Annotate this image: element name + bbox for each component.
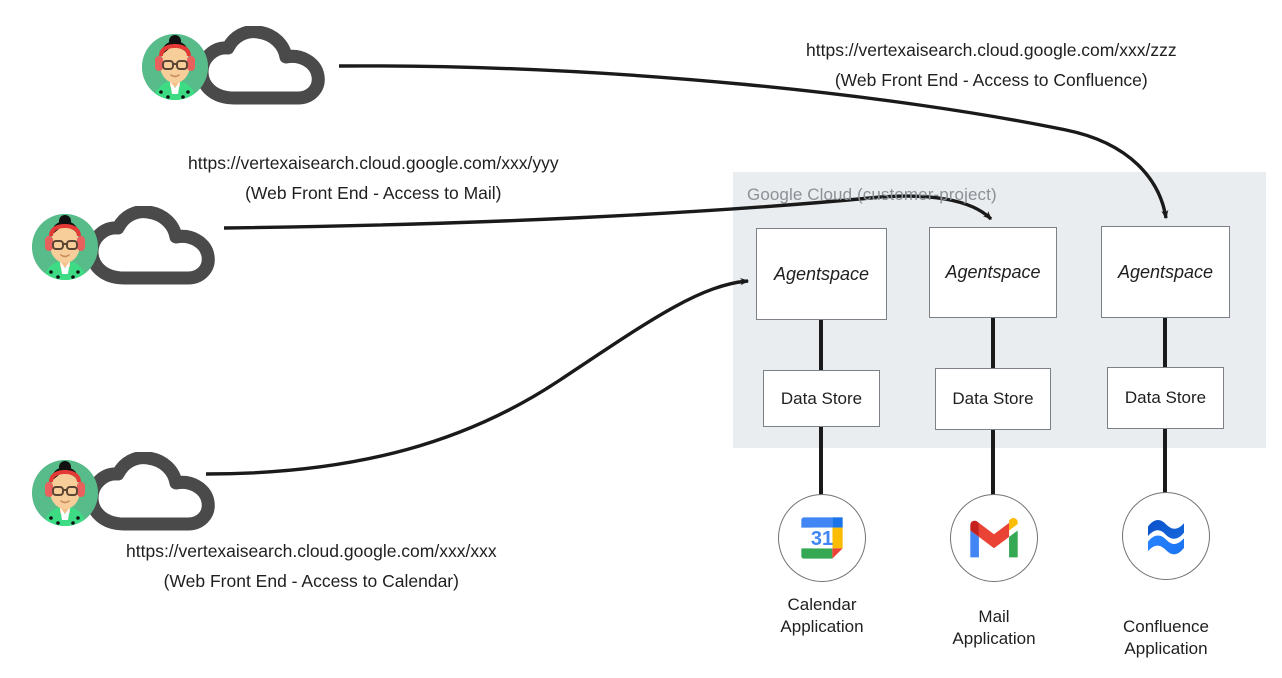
caption-mail-desc: (Web Front End - Access to Mail)	[245, 183, 502, 203]
agentspace-box-1[interactable]: Agentspace	[756, 228, 887, 320]
confluence-app-label-line2: Application	[1124, 639, 1208, 658]
data-store-box-1[interactable]: Data Store	[763, 370, 880, 427]
data-store-box-3[interactable]: Data Store	[1107, 367, 1224, 429]
confluence-app-label: Confluence Application	[1123, 616, 1209, 660]
data-store-box-2[interactable]: Data Store	[935, 368, 1051, 430]
calendar-app-label-line2: Application	[780, 617, 864, 636]
user-node-calendar[interactable]	[32, 448, 222, 538]
agentspace-box-2[interactable]: Agentspace	[929, 227, 1057, 318]
google-cloud-container-label: Google Cloud (customer-project)	[747, 185, 997, 204]
confluence-icon	[1148, 520, 1184, 555]
cloud-icon	[85, 206, 215, 285]
mail-app-label-line2: Application	[952, 629, 1036, 648]
edge-user-calendar-to-agentspace-1	[205, 278, 750, 476]
calendar-app-circle: 31	[778, 494, 866, 582]
caption-calendar-desc: (Web Front End - Access to Calendar)	[163, 571, 459, 591]
confluence-app-circle	[1122, 492, 1210, 580]
calendar-app-label: Calendar Application	[780, 594, 863, 638]
user-node-mail[interactable]	[32, 202, 222, 292]
confluence-application-node[interactable]: Confluence Application	[1122, 492, 1210, 658]
svg-text:31: 31	[811, 528, 833, 550]
avatar-icon	[32, 460, 98, 526]
user-avatar	[142, 34, 208, 100]
mail-app-label: Mail Application	[952, 606, 1035, 650]
user-avatar	[32, 460, 98, 526]
caption-confluence-url: https://vertexaisearch.cloud.google.com/…	[806, 40, 1177, 60]
mail-application-node[interactable]: Mail Application	[950, 494, 1038, 648]
cloud-icon	[195, 26, 325, 105]
google-calendar-icon: 31	[801, 517, 843, 559]
user-node-confluence[interactable]	[142, 22, 332, 112]
user-avatar	[32, 214, 98, 280]
avatar-icon	[142, 34, 208, 100]
agentspace-box-3[interactable]: Agentspace	[1101, 226, 1230, 318]
confluence-app-label-line1: Confluence	[1122, 617, 1210, 636]
caption-confluence-desc: (Web Front End - Access to Confluence)	[834, 70, 1148, 90]
calendar-application-node[interactable]: 31 Calendar Application	[778, 494, 866, 636]
gmail-icon	[970, 518, 1018, 558]
cloud-icon	[85, 452, 215, 531]
caption-calendar-url: https://vertexaisearch.cloud.google.com/…	[126, 541, 497, 561]
caption-confluence: https://vertexaisearch.cloud.google.com/…	[806, 35, 1177, 95]
avatar-icon	[32, 214, 98, 280]
calendar-app-label-line1: Calendar	[787, 595, 857, 614]
caption-calendar: https://vertexaisearch.cloud.google.com/…	[126, 536, 497, 596]
caption-mail: https://vertexaisearch.cloud.google.com/…	[188, 148, 559, 208]
mail-app-label-line1: Mail	[978, 607, 1010, 626]
caption-mail-url: https://vertexaisearch.cloud.google.com/…	[188, 153, 559, 173]
mail-app-circle	[950, 494, 1038, 582]
